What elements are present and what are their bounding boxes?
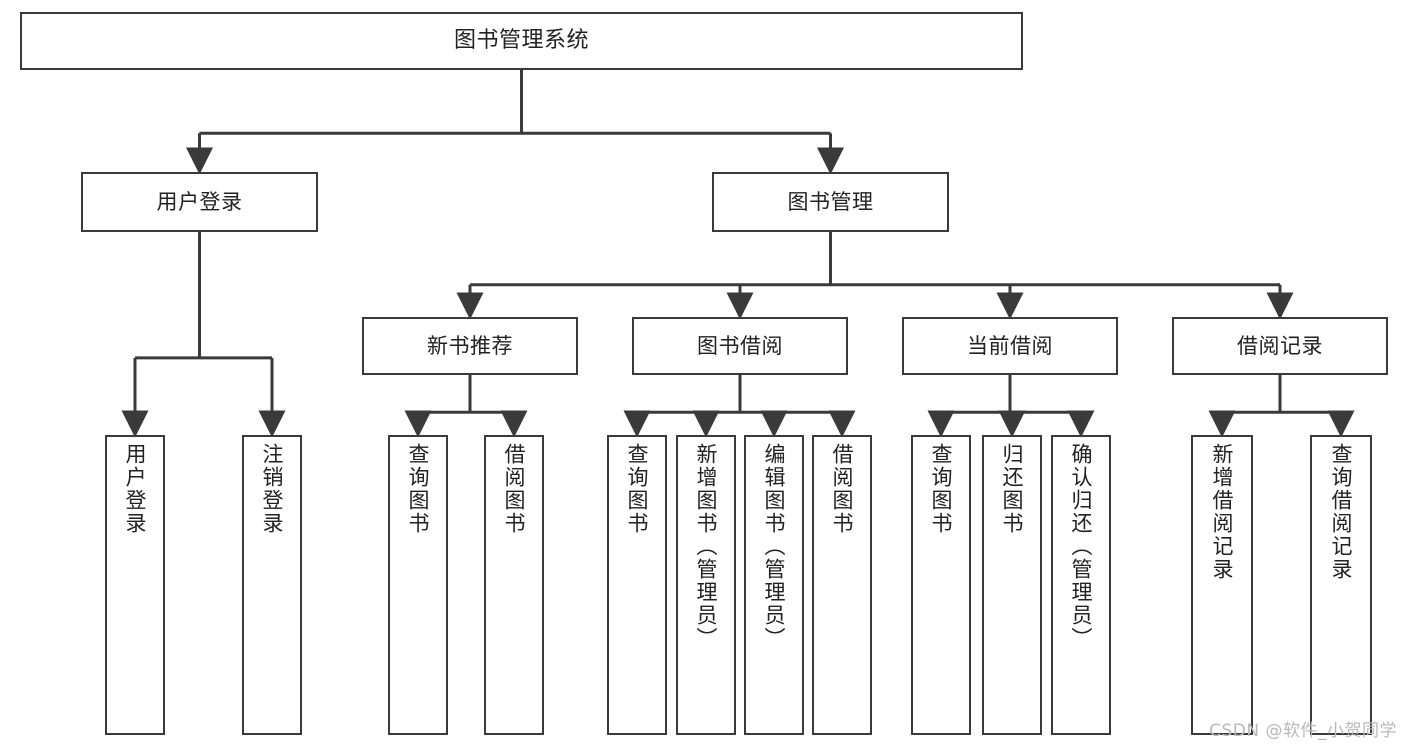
node-label: 编辑图书（管理员）: [762, 443, 787, 650]
node-records[interactable]: 借阅记录: [1172, 317, 1388, 375]
node-label: 借阅图书: [830, 443, 855, 535]
node-label: 注销登录: [260, 443, 285, 535]
node-label: 确认归还（管理员）: [1069, 443, 1094, 650]
node-book_mgmt[interactable]: 图书管理: [712, 172, 949, 232]
node-l_edit_book[interactable]: 编辑图书（管理员）: [744, 435, 804, 735]
node-label: 图书管理: [787, 189, 874, 214]
node-l_return[interactable]: 归还图书: [982, 435, 1042, 735]
node-borrow[interactable]: 图书借阅: [632, 317, 848, 375]
node-label: 借阅记录: [1237, 333, 1323, 358]
node-l_b_book1[interactable]: 借阅图书: [484, 435, 544, 735]
node-new_rec[interactable]: 新书推荐: [362, 317, 578, 375]
node-label: 图书管理系统: [453, 28, 589, 53]
node-label: 查询图书: [625, 443, 650, 535]
node-l_add_rec[interactable]: 新增借阅记录: [1191, 435, 1253, 735]
watermark: CSDN @软件_小贺同学: [1209, 721, 1397, 741]
node-label: 查询借阅记录: [1329, 443, 1354, 581]
node-l_q_book3[interactable]: 查询图书: [911, 435, 971, 735]
node-root[interactable]: 图书管理系统: [20, 12, 1023, 70]
node-l_add_book[interactable]: 新增图书（管理员）: [676, 435, 736, 735]
node-l_q_book1[interactable]: 查询图书: [388, 435, 448, 735]
node-label: 图书借阅: [697, 333, 783, 358]
node-label: 归还图书: [1000, 443, 1025, 535]
node-l_confirm[interactable]: 确认归还（管理员）: [1051, 435, 1111, 735]
node-current[interactable]: 当前借阅: [902, 317, 1118, 375]
node-label: 查询图书: [406, 443, 431, 535]
node-label: 新增图书（管理员）: [694, 443, 719, 650]
node-label: 用户登录: [123, 443, 148, 535]
node-l_q_rec[interactable]: 查询借阅记录: [1310, 435, 1372, 735]
node-l_q_book2[interactable]: 查询图书: [607, 435, 667, 735]
node-label: 新书推荐: [427, 333, 513, 358]
node-label: 当前借阅: [967, 333, 1053, 358]
node-label: 用户登录: [156, 189, 243, 214]
node-l_logout[interactable]: 注销登录: [242, 435, 302, 735]
node-l_b_book2[interactable]: 借阅图书: [812, 435, 872, 735]
node-label: 借阅图书: [502, 443, 527, 535]
node-label: 新增借阅记录: [1210, 443, 1235, 581]
node-user_login[interactable]: 用户登录: [81, 172, 318, 232]
node-l_login[interactable]: 用户登录: [105, 435, 165, 735]
node-label: 查询图书: [929, 443, 954, 535]
